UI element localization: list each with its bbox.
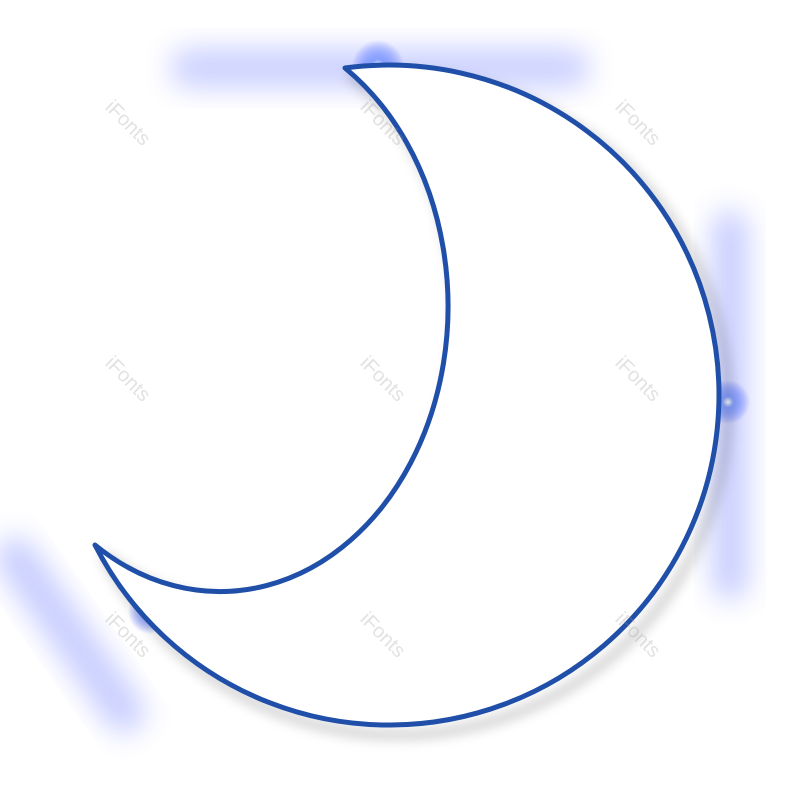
bottom-left-glow-streak xyxy=(0,537,145,733)
glow-effects xyxy=(0,40,750,733)
moon-outline xyxy=(92,62,722,728)
